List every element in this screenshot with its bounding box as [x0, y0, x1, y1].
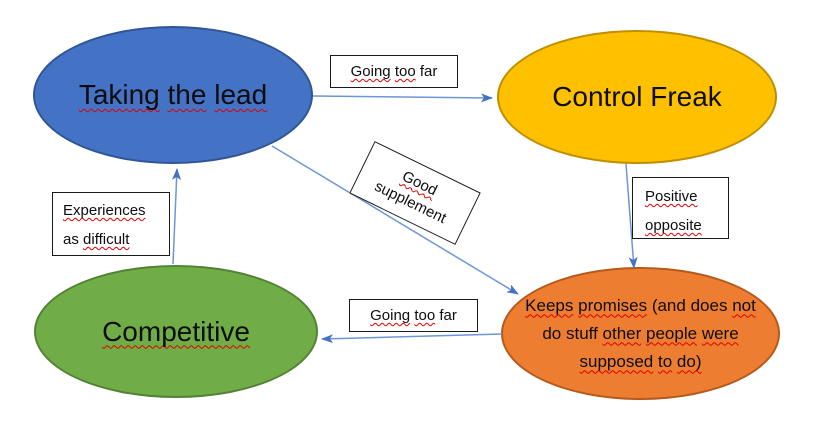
arrow-competitive-to-lead	[172, 168, 182, 265]
edge-label-going-too-far-bottom-text: Going too far	[370, 307, 457, 324]
node-taking-the-lead: Taking the lead	[33, 26, 313, 164]
edge-label-going-too-far-top: Going too far	[330, 55, 458, 88]
node-competitive: Competitive	[34, 265, 318, 398]
node-competitive-label: Competitive	[102, 315, 250, 347]
arrow-lead-to-control	[312, 93, 493, 103]
node-taking-the-lead-label: Taking the lead	[78, 79, 268, 110]
edge-label-going-too-far-top-text: Going too far	[350, 63, 438, 80]
edge-label-going-too-far-bottom: Going too far	[349, 299, 478, 332]
node-control-freak-label: Control Freak	[552, 81, 722, 112]
node-control-freak: Control Freak	[497, 30, 777, 164]
arrow-keeps-to-competitive	[321, 333, 503, 344]
